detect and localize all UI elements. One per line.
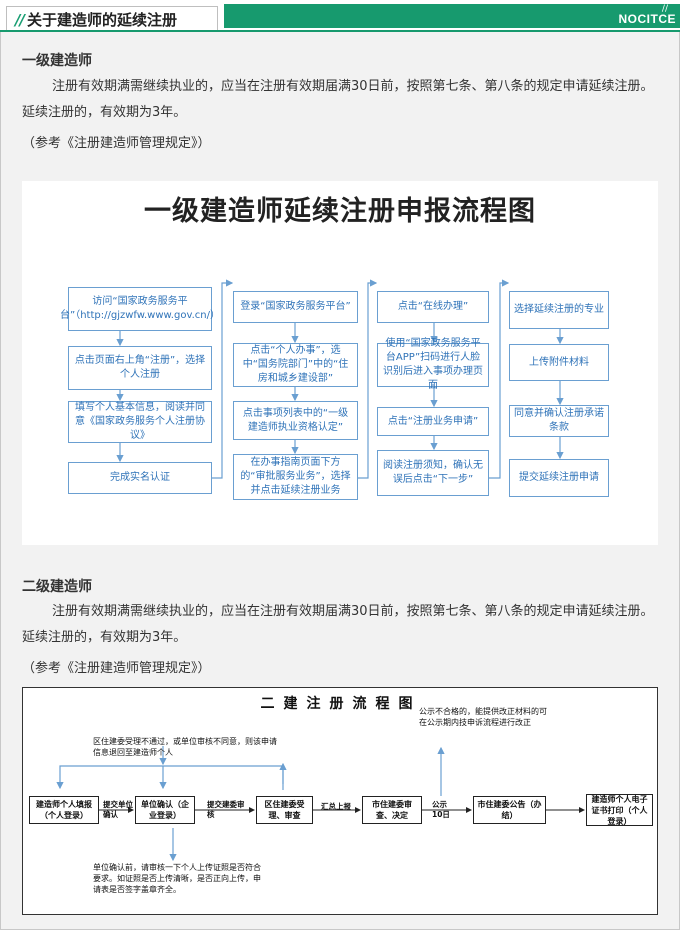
flow2-box-city-notice: 市住建委公告（办结） (473, 796, 546, 824)
section1-reference: （参考《注册建造师管理规定》） (22, 136, 211, 151)
flow2-label-submit-unit: 提交单位确认 (103, 800, 133, 819)
header: // 关于建造师的延续注册 // NOCITCE (0, 0, 680, 32)
flowchart2-connectors (56, 746, 585, 862)
flowchart1-title: 一级建造师延续注册申报流程图 (144, 196, 536, 227)
flow2-note-verify: 单位确认前，请审核一下个人上传证照是否符合要求。如证照是否上传清晰，是否正向上传… (93, 863, 261, 894)
flowchart1-connectors (116, 279, 564, 479)
flow1-step-personal-affairs: 点击“个人办事”，选中“国务院部门”中的“住房和城乡建设部” (233, 343, 358, 387)
flow1-step-fill-info: 填写个人基本信息，阅读并同意《国家政务服务个人注册协议》 (68, 401, 212, 443)
flow1-step-choose-item: 点击事项列表中的“一级建造师执业资格认定” (233, 401, 358, 440)
flow2-box-city-review: 市住建委审查、决定 (362, 796, 422, 824)
section2-paragraph: 注册有效期满需继续执业的，应当在注册有效期届满30日前，按照第七条、第八条的规定… (22, 604, 654, 645)
flow2-box-unit-confirm: 单位确认（企业登录） (135, 796, 195, 824)
section2-title: 二级建造师 (22, 579, 92, 595)
flowchart-first-class: 一级建造师延续注册申报流程图 (22, 181, 658, 545)
flow2-box-personal-fill: 建造师个人填报（个人登录） (29, 796, 99, 824)
flow2-box-district-review: 区住建委受理、审查 (256, 796, 313, 824)
flow1-step-register: 点击页面右上角“注册”，选择个人注册 (68, 346, 212, 390)
brand-logo: NOCITCE (618, 12, 676, 26)
flow2-note-return: 区住建委受理不通过，或单位审核不同意，则该申请信息退回至建造师个人 (93, 737, 277, 757)
flow2-label-submit-committee: 提交建委审核 (207, 800, 245, 819)
flow1-step-renew-service: 在办事指南页面下方的“审批服务业务”，选择并点击延续注册业务 (233, 454, 358, 500)
flowchart2-title: 二建注册流程图 (260, 696, 422, 712)
logo-mark: // (661, 4, 668, 14)
section1-paragraph: 注册有效期满需继续执业的，应当在注册有效期届满30日前，按照第七条、第八条的规定… (22, 79, 654, 120)
header-divider (0, 30, 680, 32)
header-tab: // 关于建造师的延续注册 (6, 6, 218, 32)
flow1-step-visit-platform: 访问“国家政务服务平台”（http://gjzwfw.www.gov.cn/） (60, 287, 220, 331)
flow1-step-real-name: 完成实名认证 (68, 462, 212, 494)
flow1-step-submit: 提交延续注册申请 (509, 459, 609, 497)
section1-title: 一级建造师 (22, 53, 92, 69)
header-green-bar: // NOCITCE (224, 4, 680, 28)
flow2-note-appeal: 公示不合格的，能提供改正材料的可在公示期内技申诉流程进行改正 (419, 707, 547, 727)
flowchart-second-class: 二建注册流程图 建 (22, 687, 658, 915)
flow1-step-upload: 上传附件材料 (509, 344, 609, 381)
flow1-step-apply: 点击“注册业务申请” (377, 407, 489, 436)
flow2-label-summary: 汇总上报 (321, 802, 351, 811)
flow2-label-notice-days: 公示10日 (432, 800, 450, 819)
flow1-step-face-scan: 使用“国家政务服务平台APP”扫码进行人脸识别后进入事项办理页面 (377, 338, 489, 391)
flow1-step-agree: 同意并确认注册承诺条款 (509, 405, 609, 437)
flow1-step-login: 登录“国家政务服务平台” (233, 291, 358, 323)
header-title: 关于建造师的延续注册 (26, 11, 177, 29)
flow1-step-next: 阅读注册须知，确认无误后点击“下一步” (377, 450, 489, 496)
section2-reference: （参考《注册建造师管理规定》） (22, 661, 211, 676)
flow2-box-print-certificate: 建造师个人电子证书打印（个人登录） (586, 794, 653, 826)
slash-mark: // (15, 10, 25, 29)
flow1-step-online: 点击“在线办理” (377, 291, 489, 323)
flow1-step-choose-major: 选择延续注册的专业 (509, 291, 609, 329)
